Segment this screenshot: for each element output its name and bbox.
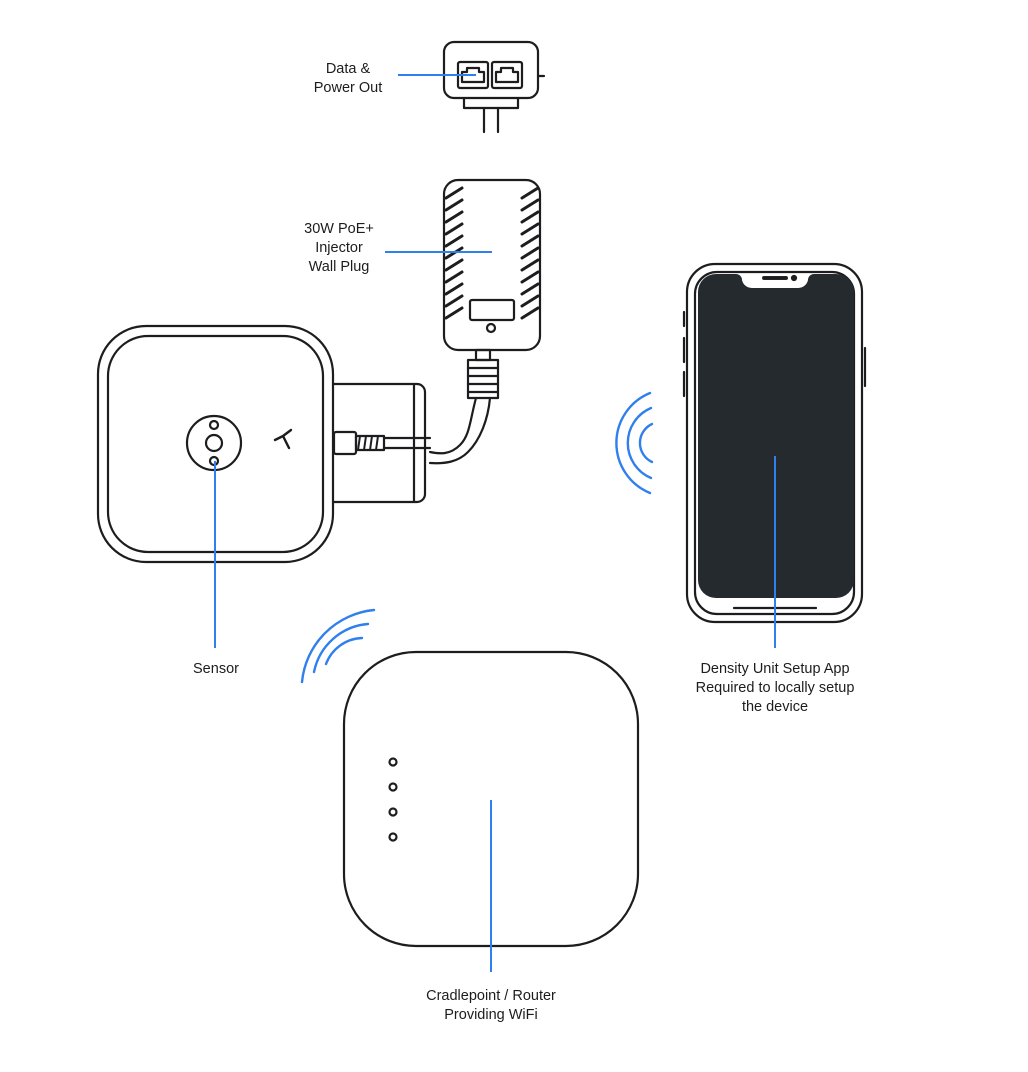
label-data-power-out: Data & Power Out: [300, 60, 396, 98]
label-line: Providing WiFi: [444, 1007, 538, 1023]
label-line: Density Unit Setup App: [700, 661, 850, 677]
label-line: the device: [741, 699, 809, 715]
label-line: Power Out: [313, 80, 383, 96]
label-line: Data &: [325, 61, 371, 77]
poe-adapter-ports: [442, 40, 546, 134]
label-router: Cradlepoint / Router Providing WiFi: [405, 987, 577, 1025]
label-line: Required to locally setup: [695, 680, 855, 696]
label-line: Sensor: [193, 661, 239, 677]
label-line: 30W PoE+: [304, 221, 374, 237]
label-injector: 30W PoE+ Injector Wall Plug: [294, 220, 384, 277]
router-wifi-icon: [300, 608, 376, 684]
phone-screen: [698, 274, 854, 598]
phone-wifi-icon: [615, 391, 654, 495]
label-line: Injector: [315, 240, 363, 256]
sensor-device: [96, 324, 432, 564]
label-line: Wall Plug: [308, 259, 370, 275]
label-sensor: Sensor: [168, 660, 264, 679]
label-line: Cradlepoint / Router: [426, 988, 556, 1004]
poe-injector: [428, 178, 542, 465]
label-setup-app: Density Unit Setup App Required to local…: [675, 660, 875, 717]
